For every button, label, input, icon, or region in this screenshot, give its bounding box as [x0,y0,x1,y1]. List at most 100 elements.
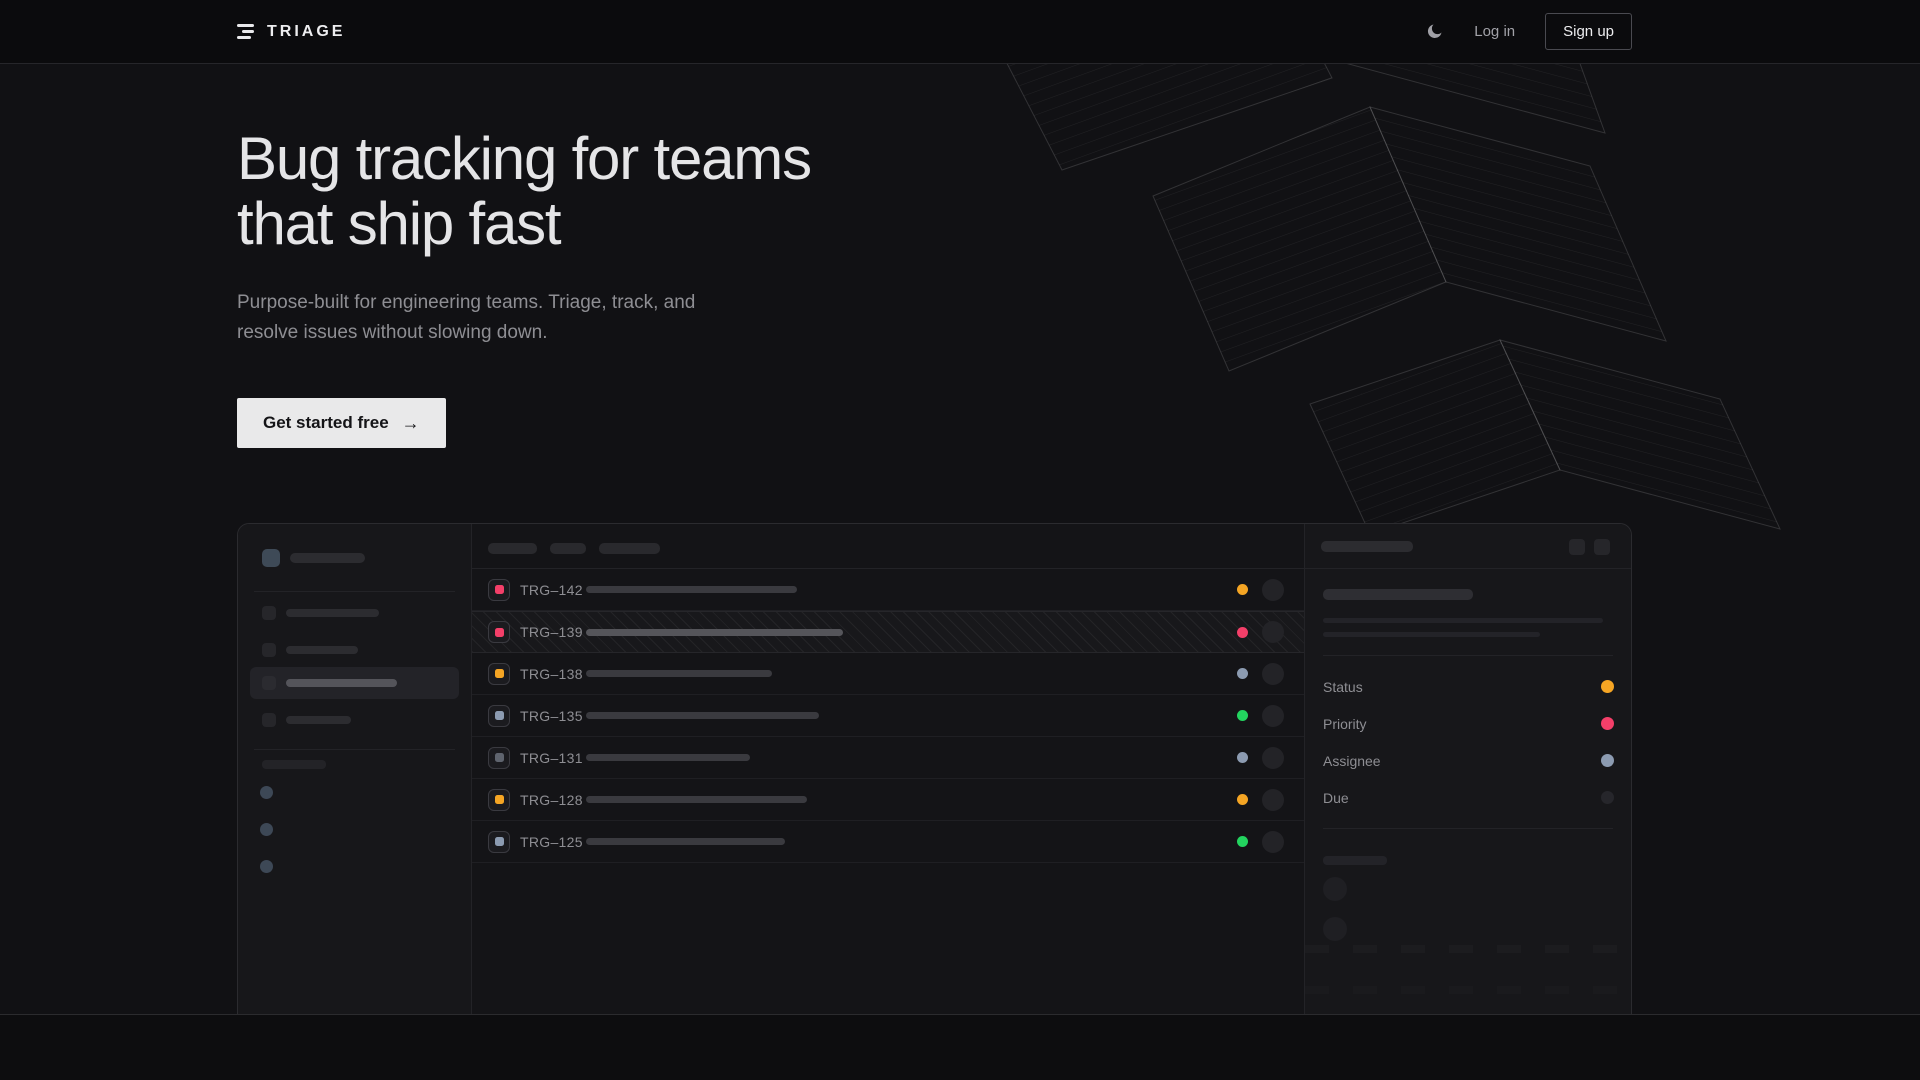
workspace-avatar [262,549,280,567]
activity-avatar-skeleton [1323,877,1347,901]
filter-skeleton[interactable] [550,543,586,554]
issue-title-skeleton [586,712,819,719]
detail-title-skeleton [1321,541,1413,552]
sidebar-nav-skeleton[interactable] [286,646,358,654]
sidebar-nav-icon [262,606,276,620]
status-value-dot[interactable] [1601,680,1614,693]
issue-id: TRG–131 [520,750,586,766]
arrow-right-icon: → [402,413,420,434]
issue-row[interactable]: TRG–142 [472,569,1304,611]
assignee-avatar [1262,705,1284,727]
sidebar-project-dot[interactable] [260,860,273,873]
footer [0,1015,1920,1080]
status-dot [1237,836,1248,847]
property-label: Status [1323,679,1363,695]
status-dot [1237,668,1248,679]
issue-id: TRG–128 [520,792,586,808]
activity-row-skeleton [1305,945,1631,953]
brand-logo[interactable]: TRIAGE [237,0,345,63]
issue-type-badge [488,705,510,727]
issue-title-skeleton [586,670,772,677]
priority-value-dot[interactable] [1601,717,1614,730]
get-started-button[interactable]: Get started free → [237,398,446,448]
issue-type-badge [488,663,510,685]
sidebar-nav-skeleton [286,679,397,687]
sidebar-nav-skeleton[interactable] [286,716,351,724]
preview-sidebar [238,524,472,1015]
issue-type-badge [488,789,510,811]
app-preview-panel: TRG–142 TRG–139 TRG–138 TRG–135 TRG–131 [237,523,1632,1015]
hero-title: Bug tracking for teamsthat ship fast [237,126,997,256]
issue-id: TRG–138 [520,666,586,682]
list-toolbar [472,524,1304,569]
status-dot [1237,584,1248,595]
hero-subtitle: Purpose-built for engineering teams. Tri… [237,288,695,348]
issue-id: TRG–142 [520,582,586,598]
login-link[interactable]: Log in [1474,23,1515,40]
status-dot [1237,710,1248,721]
theme-toggle-button[interactable] [1424,22,1444,42]
activity-row-skeleton [1305,986,1631,994]
workspace-name-skeleton [290,553,365,563]
issue-row[interactable]: TRG–125 [472,821,1304,863]
filter-skeleton[interactable] [599,543,660,554]
issue-title-skeleton [586,586,797,593]
issue-row[interactable]: TRG–138 [472,653,1304,695]
assignee-avatar [1262,831,1284,853]
issue-title-skeleton [586,838,785,845]
detail-header [1305,524,1631,569]
due-value-dot[interactable] [1601,791,1614,804]
issue-title-skeleton [586,629,843,636]
assignee-avatar [1262,579,1284,601]
issue-row[interactable]: TRG–131 [472,737,1304,779]
nav-actions: Log in Sign up [1424,0,1632,63]
property-label: Due [1323,790,1349,806]
status-dot [1237,627,1248,638]
brand-name: TRIAGE [267,23,345,41]
assignee-avatar [1262,747,1284,769]
issue-row-selected[interactable]: TRG–139 [472,611,1304,653]
sidebar-nav-icon [262,676,276,690]
divider [254,591,455,592]
description-skeleton [1323,632,1540,637]
issue-id: TRG–125 [520,834,586,850]
issue-row[interactable]: TRG–135 [472,695,1304,737]
sidebar-nav-icon [262,713,276,727]
sidebar-project-dot[interactable] [260,786,273,799]
property-label: Assignee [1323,753,1381,769]
divider [254,749,455,750]
property-label: Priority [1323,716,1367,732]
triage-bars-logo-icon [237,24,254,39]
signup-button[interactable]: Sign up [1545,13,1632,50]
assignee-avatar [1262,663,1284,685]
issue-type-badge [488,579,510,601]
issue-row[interactable]: TRG–128 [472,779,1304,821]
divider [1323,655,1613,656]
issue-title-skeleton [586,796,807,803]
detail-action-button[interactable] [1594,539,1610,555]
sidebar-project-dot[interactable] [260,823,273,836]
issue-type-badge [488,621,510,643]
issue-type-badge [488,747,510,769]
issue-detail-panel: Status Priority Assignee Due [1304,524,1631,1015]
status-dot [1237,752,1248,763]
divider [1323,828,1613,829]
issue-id: TRG–139 [520,624,586,640]
sidebar-nav-icon [262,643,276,657]
filter-skeleton[interactable] [488,543,537,554]
assignee-avatar [1262,621,1284,643]
assignee-value-dot[interactable] [1601,754,1614,767]
sidebar-nav-skeleton[interactable] [286,609,379,617]
activity-label-skeleton [1323,856,1387,865]
top-nav: TRIAGE Log in Sign up [0,0,1920,64]
detail-action-button[interactable] [1569,539,1585,555]
issue-type-badge [488,831,510,853]
assignee-avatar [1262,789,1284,811]
description-skeleton [1323,618,1603,623]
issue-title-skeleton [1323,589,1473,600]
issue-id: TRG–135 [520,708,586,724]
sidebar-section-skeleton [262,760,326,769]
moon-icon [1425,22,1444,41]
issue-title-skeleton [586,754,750,761]
status-dot [1237,794,1248,805]
